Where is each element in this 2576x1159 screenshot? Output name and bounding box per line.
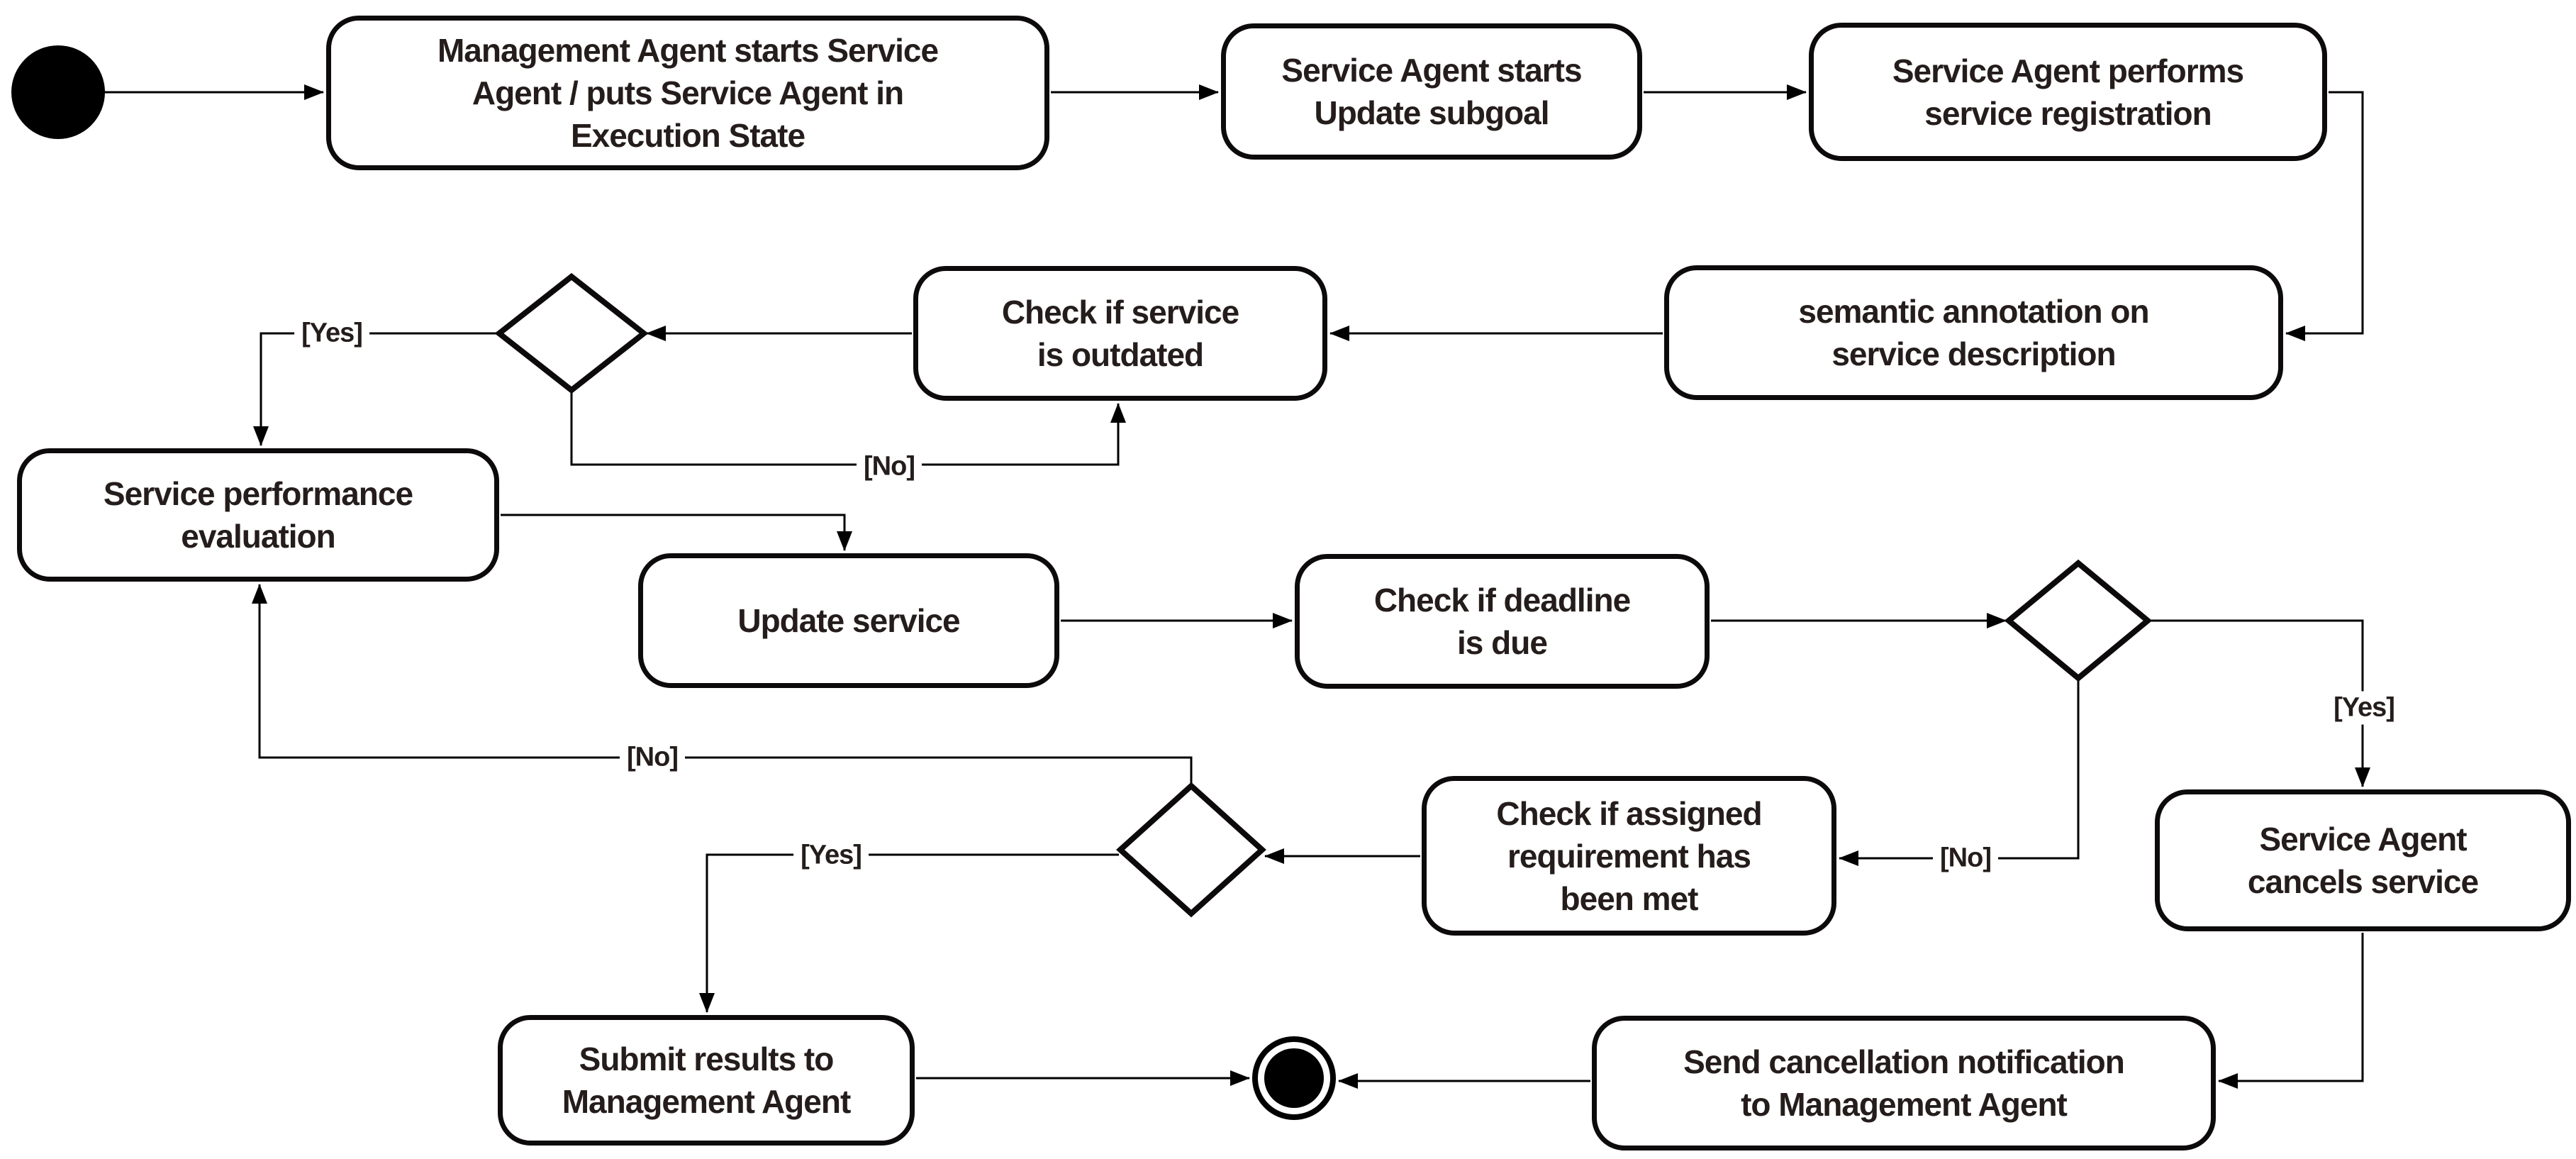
guard-label-outdated-yes: [Yes] — [294, 316, 369, 350]
edge-decision3-yes-to-submit — [699, 853, 1119, 1013]
action-service-performance-evaluation: Service performance evaluation — [17, 448, 499, 582]
decision-deadline-due — [2004, 559, 2153, 682]
action-submit-results-to-management-agent: Submit results to Management Agent — [498, 1015, 915, 1146]
guard-label-requirement-no: [No] — [620, 741, 685, 775]
action-service-agent-performs-service-registration: Service Agent performs service registrat… — [1809, 23, 2327, 161]
edge-spe-to-update — [501, 514, 852, 551]
guard-label-deadline-yes: [Yes] — [2326, 691, 2402, 725]
final-node — [1252, 1036, 1336, 1120]
action-send-cancellation-notification: Send cancellation notification to Manage… — [1592, 1016, 2216, 1150]
edge-registration-to-semantic — [2285, 91, 2364, 341]
action-service-agent-starts-update-subgoal: Service Agent starts Update subgoal — [1221, 23, 1642, 160]
action-service-agent-cancels-service: Service Agent cancels service — [2155, 789, 2571, 931]
action-check-if-service-is-outdated: Check if service is outdated — [913, 266, 1327, 401]
decision-requirement-met — [1116, 782, 1266, 918]
decision-service-outdated — [494, 272, 649, 394]
action-check-if-deadline-is-due: Check if deadline is due — [1295, 554, 1710, 689]
edge-decision1-yes-to-spe — [253, 332, 498, 446]
action-update-service: Update service — [638, 553, 1059, 688]
final-node-core — [1264, 1048, 1324, 1108]
edge-cancels-to-sendcancel — [2218, 933, 2364, 1089]
action-check-if-assigned-requirement-met: Check if assigned requirement has been m… — [1422, 776, 1836, 936]
guard-label-deadline-no: [No] — [1933, 841, 1998, 875]
edge-decision2-yes-to-cancels — [2149, 619, 2370, 787]
edge-decision2-no-to-assigned — [1839, 680, 2080, 866]
edge-decision1-no-to-outdated — [570, 392, 1126, 466]
guard-label-outdated-no: [No] — [857, 450, 922, 484]
guard-label-requirement-yes: [Yes] — [793, 838, 869, 872]
action-semantic-annotation-on-service-description: semantic annotation on service descripti… — [1664, 265, 2283, 400]
action-management-agent-starts-service-agent: Management Agent starts Service Agent / … — [326, 16, 1049, 170]
edge-decision3-no-to-spe — [252, 584, 1193, 784]
initial-node — [11, 45, 105, 139]
